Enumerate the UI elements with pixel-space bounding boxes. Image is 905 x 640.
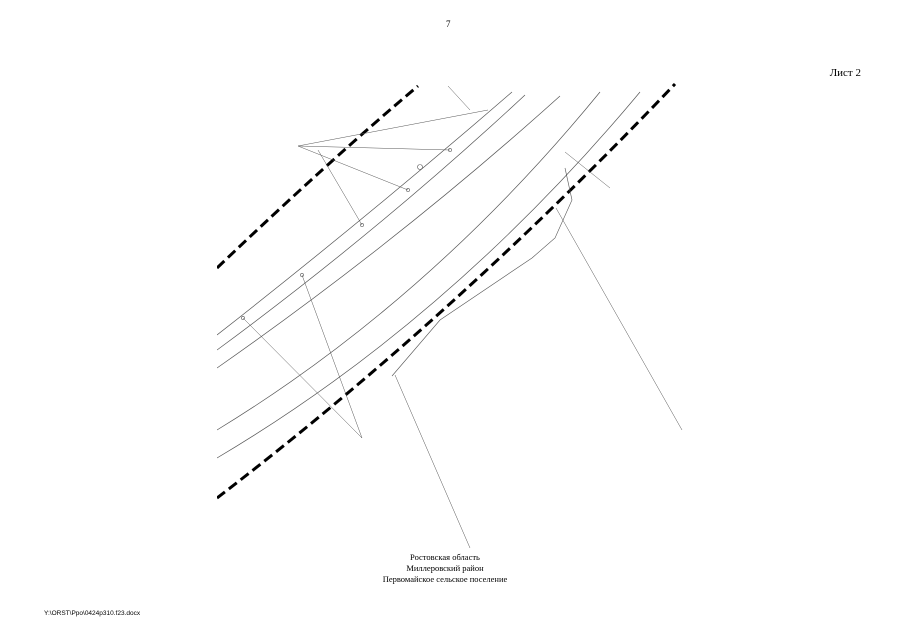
file-path: Y:\ORST\Ppo\0424p310.f23.docx: [44, 610, 141, 617]
survey-point-4: [300, 273, 304, 277]
road-line-3: [217, 95, 561, 369]
survey-point-2: [406, 188, 410, 192]
leader-line-7: [301, 274, 363, 439]
survey-point-3: [360, 223, 364, 227]
caption-district: Миллеровский район: [406, 563, 484, 573]
parcel-boundary-right: [391, 167, 573, 377]
caption-settlement: Первомайское сельское поселение: [382, 574, 508, 584]
leader-line-3: [297, 145, 409, 191]
boundary-dashed-lower: [217, 82, 677, 500]
survey-point-1: [417, 164, 423, 170]
location-caption: Ростовская область Миллеровский район Пе…: [330, 552, 560, 585]
leader-line-8: [564, 151, 611, 189]
page-number: 7: [446, 19, 451, 29]
leader-line-9: [555, 207, 683, 431]
caption-region: Ростовская область: [410, 552, 480, 562]
leader-line-4: [317, 149, 363, 226]
leader-line-1: [297, 109, 489, 147]
road-line-1: [217, 91, 513, 336]
leader-line-5: [447, 85, 471, 111]
road-line-4: [217, 91, 601, 431]
survey-point-5: [448, 148, 452, 152]
leader-line-2: [297, 145, 451, 151]
boundary-dashed-upper: [217, 84, 419, 270]
sheet-label: Лист 2: [829, 67, 861, 79]
road-line-2: [217, 94, 526, 351]
leader-line-10: [394, 374, 471, 549]
road-line-5: [217, 91, 641, 459]
leader-line-6: [242, 317, 363, 439]
survey-point-6: [241, 316, 245, 320]
